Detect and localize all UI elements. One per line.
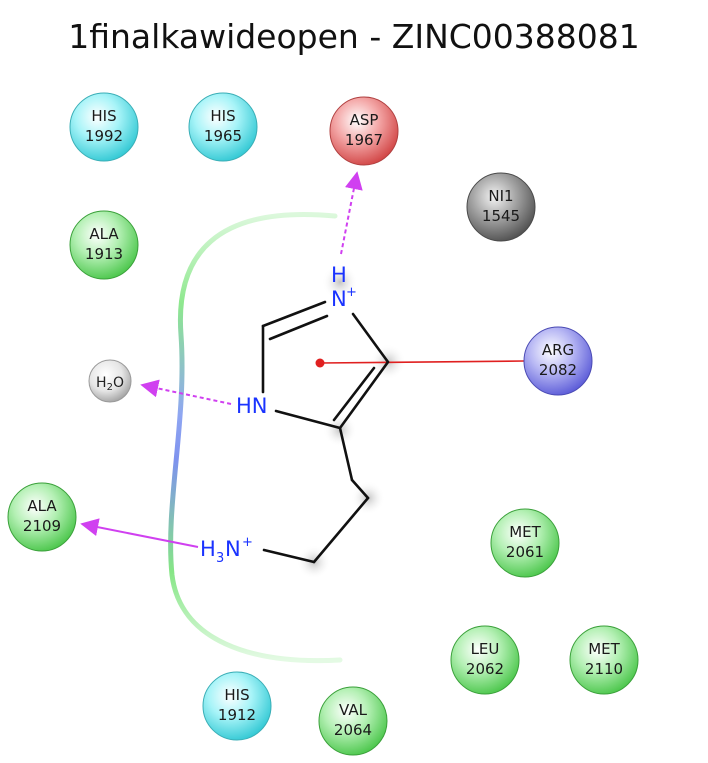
atom-ammonium-sub: 3 — [216, 551, 224, 566]
svg-text:1912: 1912 — [218, 706, 256, 724]
svg-text:2110: 2110 — [585, 660, 623, 678]
svg-text:ALA: ALA — [27, 497, 57, 515]
ligand-bonds — [261, 300, 390, 564]
residue-ala-2109: ALA 2109 — [7, 482, 77, 552]
svg-text:HIS: HIS — [91, 107, 116, 125]
ring-centroid-dot — [315, 358, 325, 368]
hbond-asp1967 — [340, 171, 363, 255]
atom-nh-plus-h: H — [331, 263, 347, 287]
svg-text:MET: MET — [509, 523, 541, 541]
svg-text:ASP: ASP — [350, 111, 379, 129]
svg-text:1967: 1967 — [345, 131, 383, 149]
hbond-ala2109 — [80, 518, 199, 548]
svg-text:ALA: ALA — [89, 225, 119, 243]
svg-text:1913: 1913 — [85, 245, 123, 263]
water-h: H — [96, 375, 107, 391]
svg-text:1992: 1992 — [85, 127, 123, 145]
pi-cation-arg2082 — [319, 360, 525, 364]
water-o: O — [113, 375, 124, 391]
interaction-lines — [80, 171, 525, 548]
atom-ammonium-n: N — [225, 537, 241, 561]
residue-his-1912: HIS 1912 — [202, 671, 272, 741]
svg-text:MET: MET — [588, 640, 620, 658]
ligand-atom-labels: H N + HN H 3 N + — [200, 263, 357, 566]
svg-text:LEU: LEU — [471, 640, 500, 658]
diagram-title: 1finalkawideopen - ZINC00388081 — [68, 17, 640, 56]
svg-text:2061: 2061 — [506, 543, 544, 561]
residue-leu-2062: LEU 2062 — [450, 625, 520, 695]
residue-val-2064: VAL 2064 — [318, 686, 388, 756]
residue-met-2110: MET 2110 — [569, 625, 639, 695]
svg-text:HIS: HIS — [210, 107, 235, 125]
svg-text:1965: 1965 — [204, 127, 242, 145]
binding-pocket-outline — [168, 212, 343, 664]
water-sub: 2 — [107, 382, 113, 393]
svg-text:H2O: H2O — [96, 375, 124, 393]
atom-ammonium-charge: + — [242, 535, 253, 550]
atom-ammonium-h: H — [200, 537, 216, 561]
residue-ala-1913: ALA 1913 — [69, 210, 139, 280]
water-molecule: H2O — [88, 359, 132, 403]
atom-nh-plus-charge: + — [346, 285, 357, 300]
svg-text:2062: 2062 — [466, 660, 504, 678]
residue-nodes: HIS 1992 HIS 1965 ASP 1967 NI1 1545 ALA … — [7, 92, 639, 756]
residue-his-1965: HIS 1965 — [188, 92, 258, 162]
svg-text:ARG: ARG — [542, 341, 574, 359]
residue-ni1-1545: NI1 1545 — [466, 172, 536, 242]
hbond-water — [140, 379, 232, 405]
svg-text:VAL: VAL — [339, 701, 368, 719]
svg-text:1545: 1545 — [482, 207, 520, 225]
svg-text:HIS: HIS — [224, 686, 249, 704]
residue-met-2061: MET 2061 — [490, 508, 560, 578]
svg-text:NI1: NI1 — [488, 187, 513, 205]
atom-nh-plus-n: N — [331, 287, 347, 311]
residue-asp-1967: ASP 1967 — [329, 96, 399, 166]
svg-text:2082: 2082 — [539, 361, 577, 379]
residue-arg-2082: ARG 2082 — [523, 326, 593, 396]
residue-his-1992: HIS 1992 — [69, 92, 139, 162]
svg-text:2064: 2064 — [334, 721, 372, 739]
svg-text:2109: 2109 — [23, 517, 61, 535]
atom-hn: HN — [236, 394, 268, 418]
